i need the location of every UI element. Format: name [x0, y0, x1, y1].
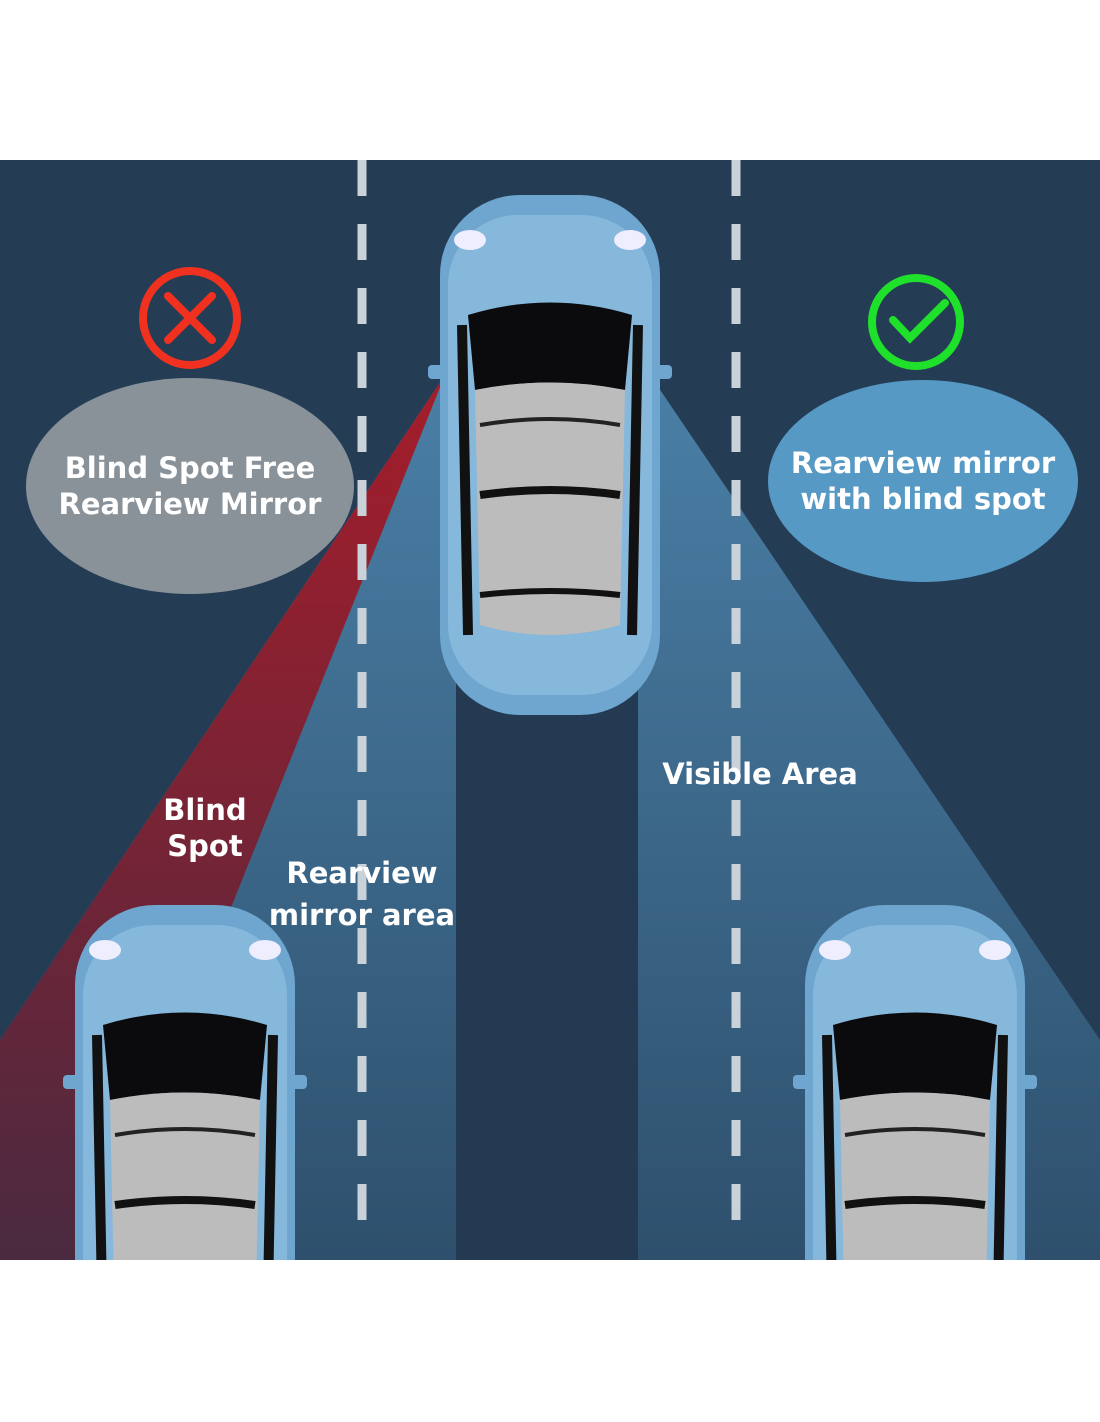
check-circle-icon	[868, 274, 964, 370]
road-diagram	[0, 160, 1100, 1260]
road-illustration	[0, 160, 1100, 1260]
blind-spot-free-bubble: Blind Spot Free Rearview Mirror	[26, 378, 354, 594]
x-circle-icon	[139, 267, 241, 369]
blind-spot-label-line1: Blind	[163, 793, 247, 827]
blind-spot-label-line2: Spot	[167, 829, 243, 863]
left-car	[63, 905, 307, 1260]
center-car	[428, 195, 672, 715]
right-bubble-line1: Rearview mirror	[790, 445, 1056, 480]
left-bubble-line1: Blind Spot Free	[64, 450, 316, 485]
blind-spot-bubble: Rearview mirror with blind spot	[768, 380, 1078, 582]
rearview-label-line2: mirror area	[268, 898, 456, 932]
rearview-label-line1: Rearview	[286, 856, 438, 890]
left-bubble-line2: Rearview Mirror	[58, 487, 322, 521]
right-bubble-line2: with blind spot	[800, 482, 1046, 516]
visible-area-label: Visible Area	[662, 757, 858, 791]
center-lane	[456, 660, 638, 1260]
rearview-mirror-area-label: Rearview mirror area	[262, 852, 462, 936]
right-car	[793, 905, 1037, 1260]
blind-spot-label: Blind Spot	[150, 792, 260, 864]
